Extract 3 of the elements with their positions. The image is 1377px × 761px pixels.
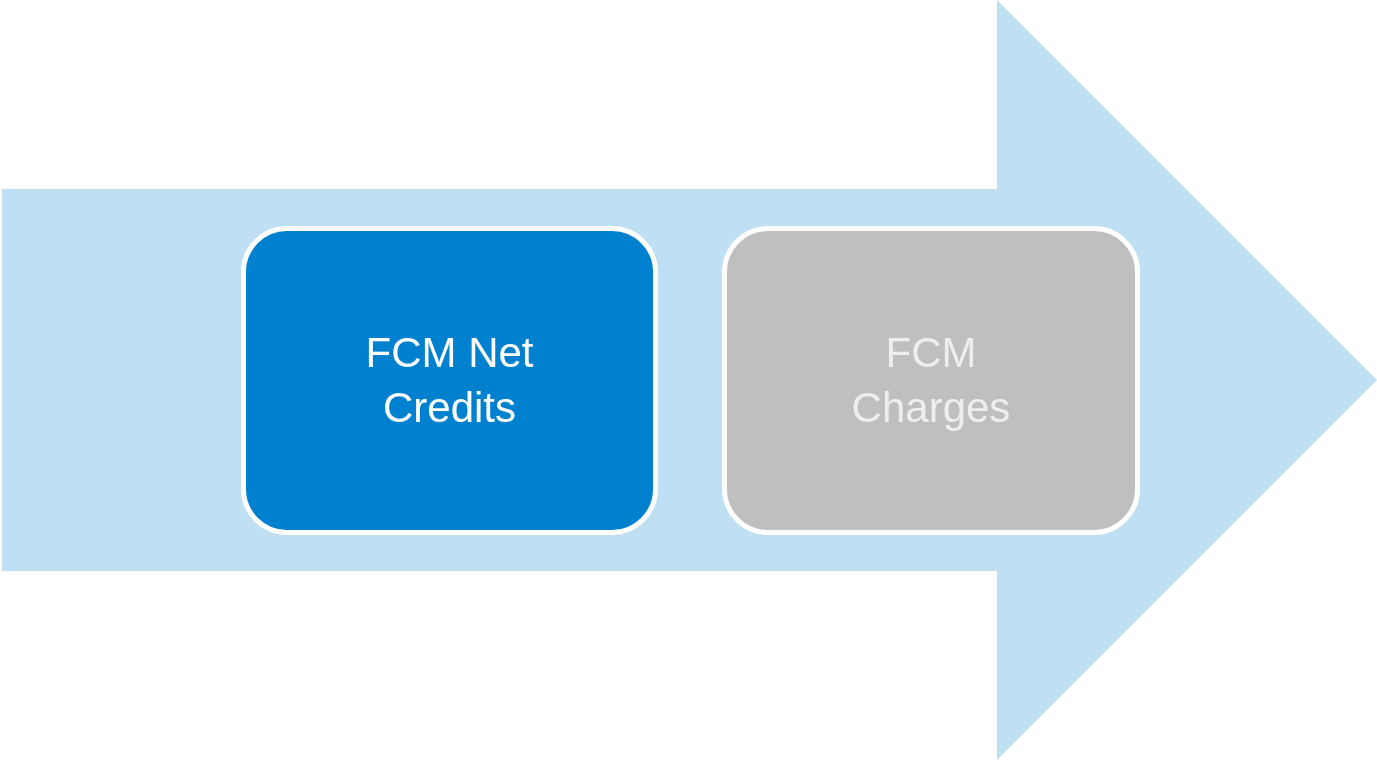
process-box	[722, 226, 1140, 535]
box-label: FCM Net Credits	[364, 327, 535, 433]
process-box	[241, 226, 658, 535]
